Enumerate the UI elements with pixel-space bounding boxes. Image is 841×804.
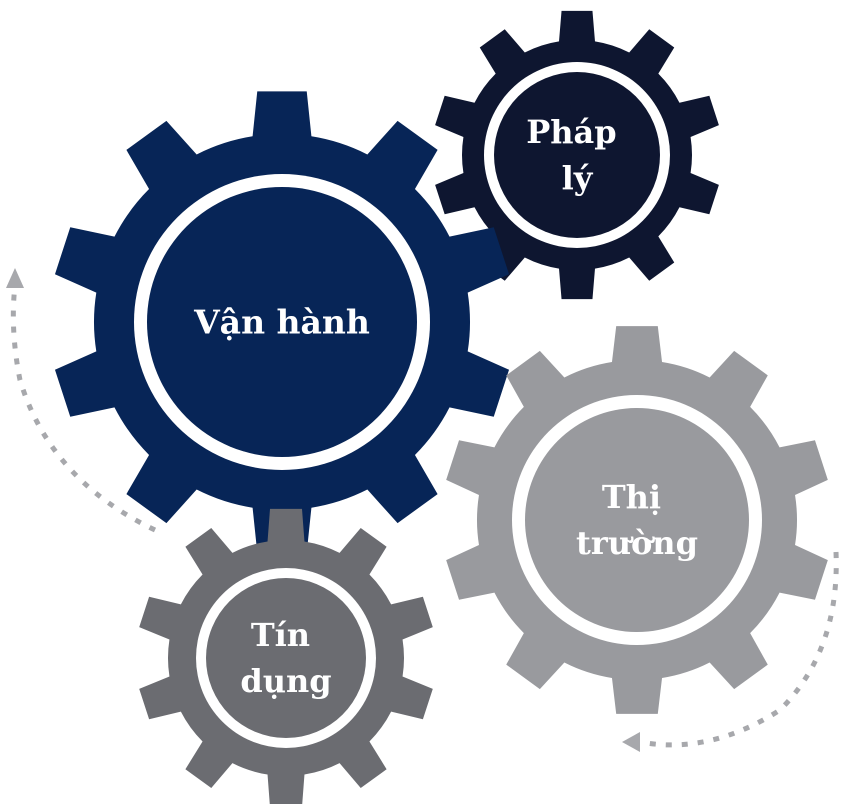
gear-thi-truong: Thị trường — [446, 326, 828, 714]
gear-tin-dung-line-1: Tín — [251, 616, 310, 654]
gear-thi-truong-line-1: Thị — [602, 478, 661, 516]
gear-phap-ly-core — [494, 72, 660, 238]
gear-tin-dung-line-2: dụng — [240, 662, 331, 700]
gear-thi-truong-line-2: trường — [576, 524, 698, 562]
gear-thi-truong-label: Thị trường — [576, 478, 698, 562]
gear-van-hanh-line-1: Vận hành — [193, 303, 370, 342]
dotted-arrow-right — [622, 551, 839, 752]
gear-tin-dung-core — [206, 578, 366, 738]
arrow-head-up-icon — [6, 268, 24, 288]
gear-tin-dung: Tín dụng — [139, 508, 433, 804]
gear-phap-ly: Pháp lý — [435, 10, 719, 300]
gear-thi-truong-core — [525, 408, 749, 632]
gear-van-hanh-core — [147, 187, 417, 457]
gear-van-hanh-label: Vận hành — [193, 303, 370, 342]
arrow-head-left-icon — [622, 732, 640, 752]
gear-phap-ly-line-1: Pháp — [526, 113, 616, 151]
dotted-arrow-right-line — [639, 551, 839, 748]
gear-phap-ly-line-2: lý — [562, 159, 594, 197]
dotted-arrow-left — [6, 268, 157, 533]
gear-tin-dung-label: Tín dụng — [240, 616, 331, 700]
gear-phap-ly-label: Pháp lý — [526, 113, 628, 197]
gear-van-hanh: Vận hành — [54, 91, 510, 553]
